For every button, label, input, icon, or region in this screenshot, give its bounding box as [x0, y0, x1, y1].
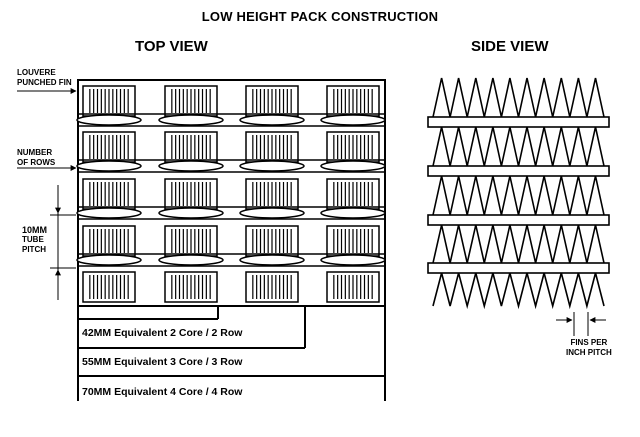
louvre-fin-panel — [245, 271, 299, 303]
tube-oval — [320, 254, 386, 266]
tube-oval — [239, 207, 305, 219]
louvre-fin-panel — [245, 131, 299, 163]
fin-zigzag — [432, 126, 605, 167]
diagram-title: LOW HEIGHT PACK CONSTRUCTION — [201, 9, 439, 24]
tube-bar — [427, 262, 610, 274]
louvre-fin-panel — [82, 178, 136, 210]
tube-bar — [427, 165, 610, 177]
tube-oval — [158, 254, 224, 266]
louvre-fin-panel — [326, 131, 380, 163]
core-brackets — [77, 306, 386, 401]
tube-oval — [239, 114, 305, 126]
louvre-fin-panel — [164, 131, 218, 163]
tube-row — [76, 253, 386, 267]
louvre-fin-panel — [164, 85, 218, 117]
louvre-fin-panel — [326, 178, 380, 210]
tube-oval — [76, 160, 142, 172]
louvre-fin-panel — [326, 85, 380, 117]
louvre-fin-panel — [82, 85, 136, 117]
tube-oval — [320, 160, 386, 172]
core-row-3: 55MM Equivalent 3 Core / 3 Row — [82, 356, 243, 368]
side-view-content — [427, 77, 610, 310]
top-view-content — [76, 85, 386, 303]
label-arrows — [17, 88, 77, 300]
fin-zigzag — [432, 77, 605, 118]
tube-oval — [76, 207, 142, 219]
tube-row — [76, 206, 386, 220]
tube-oval — [320, 114, 386, 126]
louvre-fin-panel — [245, 85, 299, 117]
tube-bar — [427, 214, 610, 226]
louvre-fin-panel — [82, 131, 136, 163]
tube-oval — [239, 160, 305, 172]
tube-oval — [158, 160, 224, 172]
tube-row — [76, 159, 386, 173]
tube-oval — [320, 207, 386, 219]
louvre-fin-panel — [164, 225, 218, 257]
rows-label: NUMBER OF ROWS — [17, 148, 56, 167]
louvre-fin-panel — [326, 225, 380, 257]
tube-oval — [76, 254, 142, 266]
louvre-fin-panel — [245, 225, 299, 257]
fins-dimension — [556, 312, 606, 336]
louvre-fin-panel — [326, 271, 380, 303]
core-row-4: 70MM Equivalent 4 Core / 4 Row — [82, 386, 243, 398]
louvre-fin-panel — [164, 178, 218, 210]
tube-oval — [158, 207, 224, 219]
fin-zigzag — [432, 269, 605, 310]
tube-oval — [76, 114, 142, 126]
tube-oval — [239, 254, 305, 266]
louvre-fin-panel — [245, 178, 299, 210]
louvre-fin-panel — [164, 271, 218, 303]
tube-row — [76, 113, 386, 127]
side-view-title: SIDE VIEW — [471, 38, 549, 55]
louvere-label: LOUVERE PUNCHED FIN — [17, 68, 72, 87]
tube-bar — [427, 116, 610, 128]
pitch-label: 10MM TUBE PITCH — [22, 225, 48, 254]
louvre-fin-panel — [82, 271, 136, 303]
tube-oval — [158, 114, 224, 126]
top-view-core — [77, 79, 386, 307]
fin-zigzag — [432, 175, 605, 216]
fin-zigzag — [432, 224, 605, 264]
top-view-title: TOP VIEW — [135, 38, 208, 55]
louvre-fin-panel — [82, 225, 136, 257]
core-row-2: 42MM Equivalent 2 Core / 2 Row — [82, 327, 243, 339]
fins-label: FINS PER INCH PITCH — [566, 338, 612, 357]
